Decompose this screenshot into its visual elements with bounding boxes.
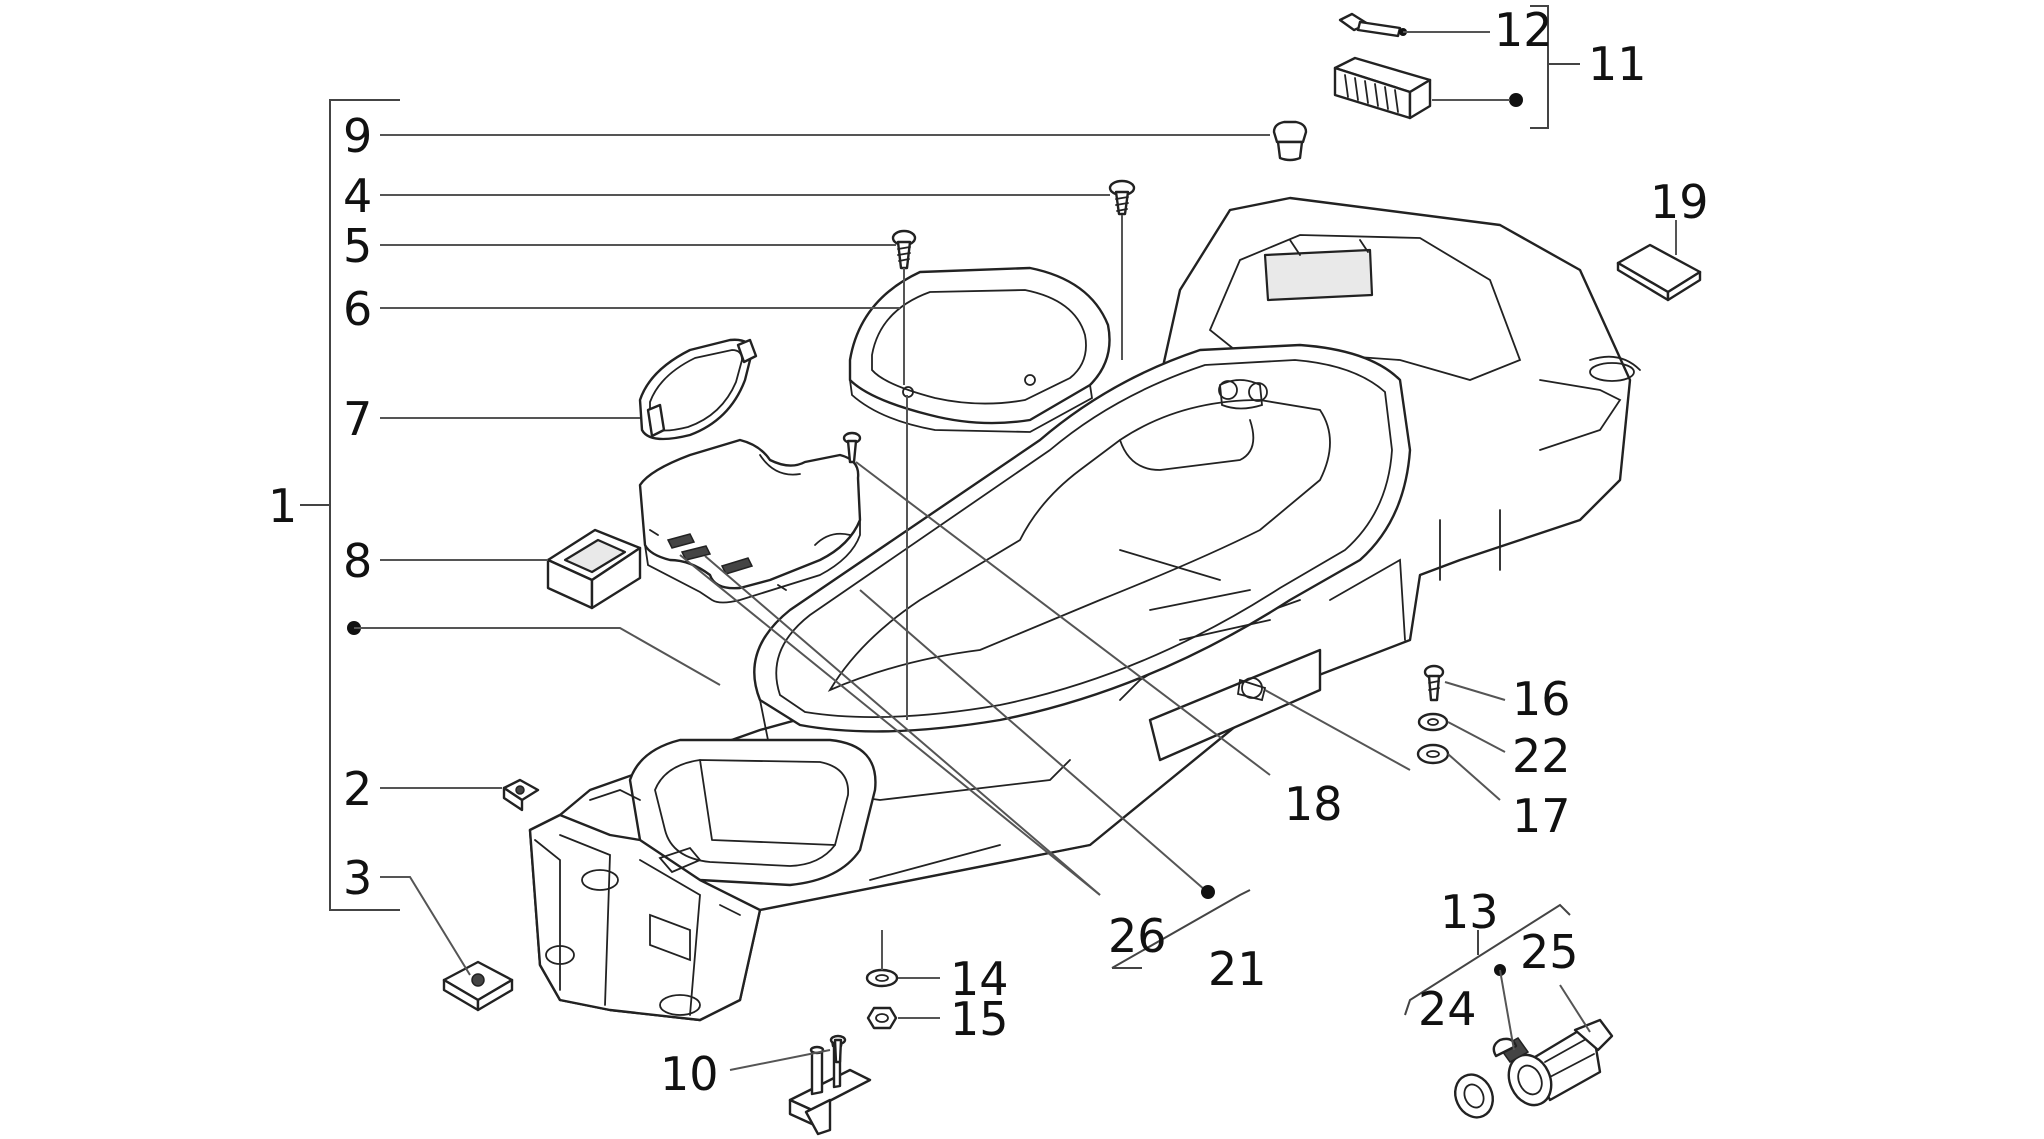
part-22-washer xyxy=(1417,712,1449,732)
battery-cover xyxy=(638,438,862,604)
part-6-tray xyxy=(848,266,1111,433)
callout-11: 11 xyxy=(1588,37,1647,91)
callout-3: 3 xyxy=(343,851,372,905)
callout-24: 24 xyxy=(1418,982,1477,1036)
callout-9: 9 xyxy=(343,109,372,163)
part-7-lid xyxy=(638,338,758,441)
callout-2: 2 xyxy=(343,762,372,816)
callout-1: 1 xyxy=(268,479,297,533)
part-4-screw xyxy=(1108,179,1136,216)
part-2-clip xyxy=(502,778,540,812)
callout-labels: 1 2 3 4 5 6 7 8 9 10 11 12 13 14 15 16 1… xyxy=(268,3,1709,1101)
callout-14: 14 xyxy=(950,952,1009,1006)
callout-18: 18 xyxy=(1284,777,1343,831)
part-screw-18 xyxy=(842,431,862,464)
callout-4: 4 xyxy=(343,169,372,223)
callout-13: 13 xyxy=(1440,885,1499,939)
callout-19: 19 xyxy=(1650,175,1709,229)
part-15-nut xyxy=(866,1006,898,1030)
part-12-pin xyxy=(1338,12,1407,38)
part-11-block xyxy=(1333,56,1432,120)
callout-12: 12 xyxy=(1494,3,1553,57)
part-25-lock-cylinder xyxy=(1492,1018,1614,1107)
part-24-ring xyxy=(1454,1073,1494,1119)
callout-5: 5 xyxy=(343,219,372,273)
part-5-screw xyxy=(891,229,917,270)
callout-17: 17 xyxy=(1512,789,1571,843)
callout-25: 25 xyxy=(1520,925,1579,979)
part-14-washer xyxy=(865,968,899,988)
part-9-grommet xyxy=(1272,120,1308,162)
part-17-washer xyxy=(1416,743,1450,765)
callout-10: 10 xyxy=(660,1047,719,1101)
part-10-bracket xyxy=(788,1038,872,1136)
part-16-screw xyxy=(1423,664,1445,702)
callout-22: 22 xyxy=(1512,729,1571,783)
helmet-compartment-body xyxy=(528,196,1641,1022)
part-8-box xyxy=(546,528,642,610)
part-3-clip xyxy=(442,960,514,1012)
callout-16: 16 xyxy=(1512,672,1571,726)
part-19-cover xyxy=(1616,243,1702,302)
callout-6: 6 xyxy=(343,282,372,336)
callout-21: 21 xyxy=(1208,942,1267,996)
callout-8: 8 xyxy=(343,534,372,588)
callout-7: 7 xyxy=(343,392,372,446)
callout-15: 15 xyxy=(950,992,1009,1046)
leader-lines xyxy=(300,5,1677,1071)
part-10-screw xyxy=(829,1034,847,1064)
callout-26: 26 xyxy=(1108,909,1167,963)
